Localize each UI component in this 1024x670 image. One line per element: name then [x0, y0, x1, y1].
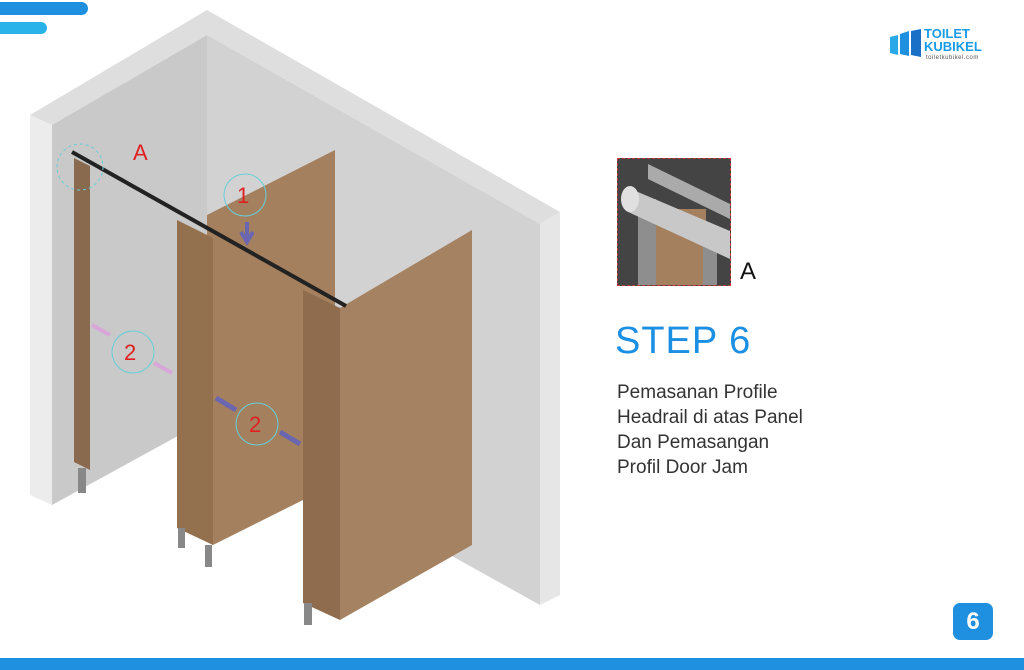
door-jamb: [303, 290, 340, 620]
decor-bar-top: [0, 2, 88, 15]
wall-top-rim: [30, 10, 560, 224]
cubicle-illustration: A 1 2 2: [30, 10, 560, 625]
decor-bar-second: [0, 22, 47, 34]
arrow-icon: [91, 323, 173, 375]
page-number-badge: 6: [953, 603, 993, 640]
marker-2-circle: [111, 330, 155, 374]
step-description: Pemasanan Profile Headrail di atas Panel…: [617, 382, 803, 478]
marker-2b: 2: [249, 412, 261, 437]
divider-panel: [213, 238, 303, 545]
decor-bar-bottom: [0, 658, 1024, 670]
detail-a-image: [617, 158, 731, 286]
leg: [205, 545, 212, 567]
left-wall-face: [52, 35, 207, 505]
divider-panel-edge: [177, 220, 213, 545]
arrow-down-icon: [239, 222, 255, 246]
step-title: STEP 6: [615, 320, 752, 362]
marker-2b-circle: [235, 402, 279, 446]
leg: [178, 528, 185, 548]
marker-1-circle: [223, 173, 267, 217]
left-pilaster: [74, 158, 90, 470]
marker-1: 1: [237, 183, 249, 208]
marker-2: 2: [124, 340, 136, 365]
leg: [304, 603, 312, 625]
door-panel: [340, 230, 472, 620]
headrail: [71, 150, 347, 308]
arrow-icon: [214, 395, 302, 447]
label-a: A: [133, 140, 148, 165]
left-wall-edge: [30, 115, 52, 505]
marker-a-circle: [56, 143, 104, 191]
detail-label: A: [740, 258, 757, 285]
right-wall-edge: [540, 212, 560, 605]
logo-icon: [890, 29, 921, 57]
leg: [78, 468, 86, 493]
